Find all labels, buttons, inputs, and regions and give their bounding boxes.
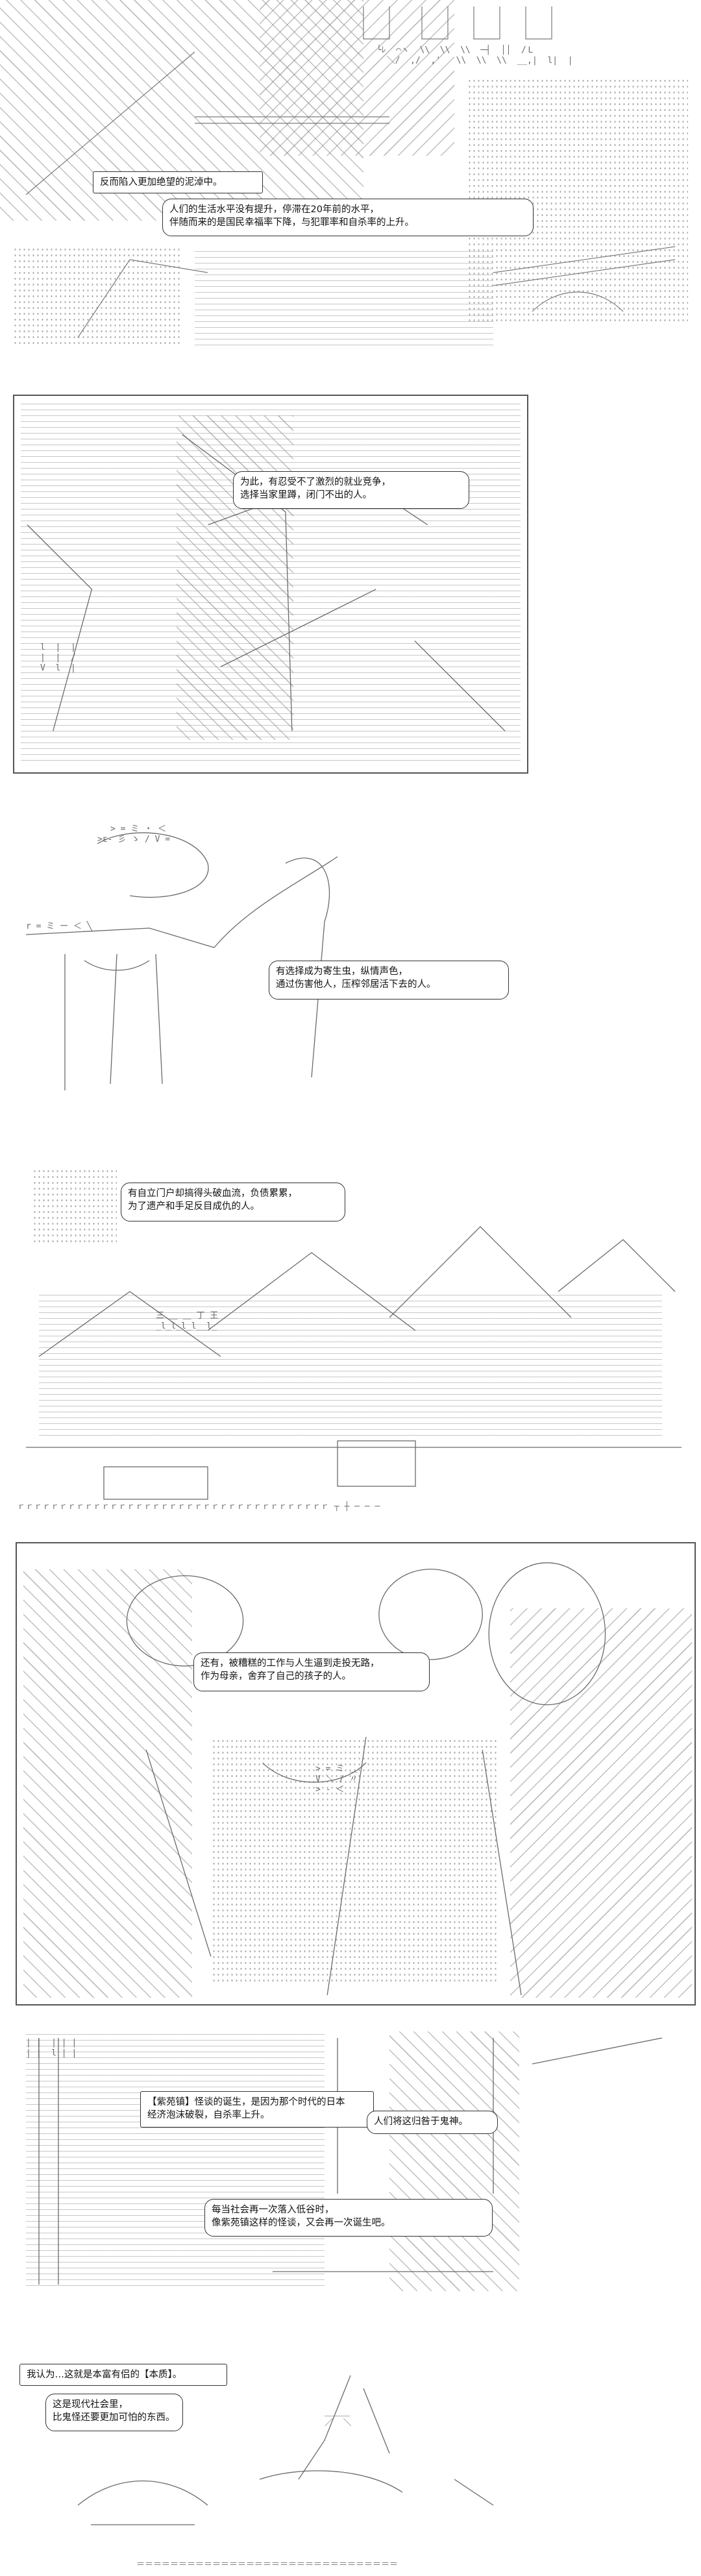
ground-dots <box>13 247 182 344</box>
aa-line: V ＼ / 〃 <box>315 1774 358 1784</box>
aa-line: V l | <box>40 663 76 673</box>
aa-line: | | l | | <box>26 2048 77 2058</box>
aa-line: ＼/ ,/ ,' \\ \\ \\ __,| l| | <box>376 56 573 66</box>
sky-dots <box>32 1168 117 1246</box>
aa-line: > - ＜ <box>315 1785 345 1795</box>
panel-3-figure <box>25 832 338 1090</box>
panel-4: 三 ＿ ＿ 丁 王 _l_l_l_l__l_ ｒｒｒｒｒｒｒｒｒｒｒｒｒｒｒｒｒ… <box>0 1162 701 1551</box>
speech-bubble: 这是现代社会里， 比鬼怪还要更加可怕的东西。 <box>45 2394 183 2431</box>
aa-line: | | | | | <box>26 2038 77 2048</box>
speech-bubble: 每当社会再一次落入低谷时， 像紫苑镇这样的怪谈，又会再一次诞生吧。 <box>204 2199 493 2237</box>
panel-6-lineart <box>38 2037 663 2285</box>
panel-2-lineart <box>27 434 506 731</box>
house-lines <box>39 1292 662 1441</box>
ground-baseline: ＝＝＝＝＝＝＝＝＝＝＝＝＝＝＝＝＝＝＝＝＝＝＝＝＝＝＝＝＝＝＝ <box>136 2560 399 2570</box>
narration-caption: 反而陷入更加绝望的泥淖中。 <box>93 171 263 193</box>
panel-3: > = ミ ・ ＜ >ε- 彡 ゝ / V = r = ミ ー ＜ ╲ 有选择成… <box>0 805 701 1110</box>
ground-baseline: ｒｒｒｒｒｒｒｒｒｒｒｒｒｒｒｒｒｒｒｒｒｒｒｒｒｒｒｒｒｒｒｒｒｒｒｒｒ ┬ … <box>17 1502 380 1512</box>
speech-bubble: 人们将这归咎于鬼神。 <box>367 2111 498 2134</box>
panel-1-lineart <box>25 6 676 338</box>
aa-line: 三 ＿ ＿ 丁 王 <box>156 1311 219 1321</box>
panel-5-figures <box>126 1562 606 1996</box>
panel-7-lineart <box>77 2375 494 2525</box>
speech-bubble: 有选择成为寄生虫，纵情声色， 通过伤害他人，压榨邻居活下去的人。 <box>269 961 509 1000</box>
crowd-hatching <box>23 1569 192 1998</box>
aa-line: l | | <box>40 643 76 652</box>
speech-bubble: 有自立门户却搞得头破血流，负债累累， 为了遗产和手足反目成仇的人。 <box>121 1183 345 1221</box>
panel-2: l | | | | / V l | 为此，有忍受不了激烈的就业竞争， 选择当家里… <box>13 395 528 774</box>
panel-6: | | | | | | | l | | 【紫苑镇】怪谈的诞生，是因为那个时代的日… <box>0 2025 701 2304</box>
narration-caption: 我认为…这就是本富有侣的【本质】。 <box>19 2364 227 2386</box>
panel-1: └ﾚ ⌒ヽ \\ \\ \\ ─┤ ││ /Ｌ ＼/ ,/ ,' \\ \\ \… <box>0 0 701 363</box>
aa-line: ＿＿＿ <box>325 2408 350 2418</box>
panel-4-houses <box>26 1226 682 1500</box>
pole-hatching <box>177 415 293 740</box>
panel-7: ＿＿＿ ／ ＼ ＝＝＝＝＝＝＝＝＝＝＝＝＝＝＝＝＝＝＝＝＝＝＝＝＝＝＝＝＝＝＝ … <box>0 2311 701 2576</box>
speech-bubble: 人们的生活水平没有提升，停滞在20年前的水平， 伴随而来的是国民幸福率下降，与犯… <box>162 199 534 236</box>
speech-bubble: 为此，有忍受不了激烈的就业竞争， 选择当家里蹲，闭门不出的人。 <box>233 471 469 509</box>
speech-bubble: 还有，被糟糕的工作与人生逼到走投无路， 作为母亲，舍弃了自己的孩子的人。 <box>193 1652 430 1691</box>
aa-line: | | / <box>40 653 76 663</box>
aa-line: ／ ＼ <box>325 2418 352 2428</box>
panel-5: > = ミ ＿ V ＼ / 〃 > - ＜ 还有，被糟糕的工作与人生逼到走投无路… <box>16 1542 696 2006</box>
aa-line: > = ミ ・ ＜ <box>110 824 166 834</box>
figure-dots <box>212 1738 497 1985</box>
aa-line: >ε- 彡 ゝ / V = <box>97 835 171 844</box>
pillar-hatching <box>389 2031 519 2291</box>
building-lines <box>195 247 493 350</box>
narration-caption: 【紫苑镇】怪谈的诞生，是因为那个时代的日本 经济泡沫破裂，自杀率上升。 <box>140 2091 374 2128</box>
aa-line: > = ミ ＿ <box>315 1764 358 1774</box>
aa-line: └ﾚ ⌒ヽ \\ \\ \\ ─┤ ││ /Ｌ <box>376 45 535 55</box>
aa-line: _l_l_l_l__l_ <box>156 1321 217 1331</box>
crowd-hatching-right <box>510 1608 692 1998</box>
aa-line: r = ミ ー ＜ ╲ <box>26 922 92 931</box>
wall-lines <box>26 2031 325 2291</box>
